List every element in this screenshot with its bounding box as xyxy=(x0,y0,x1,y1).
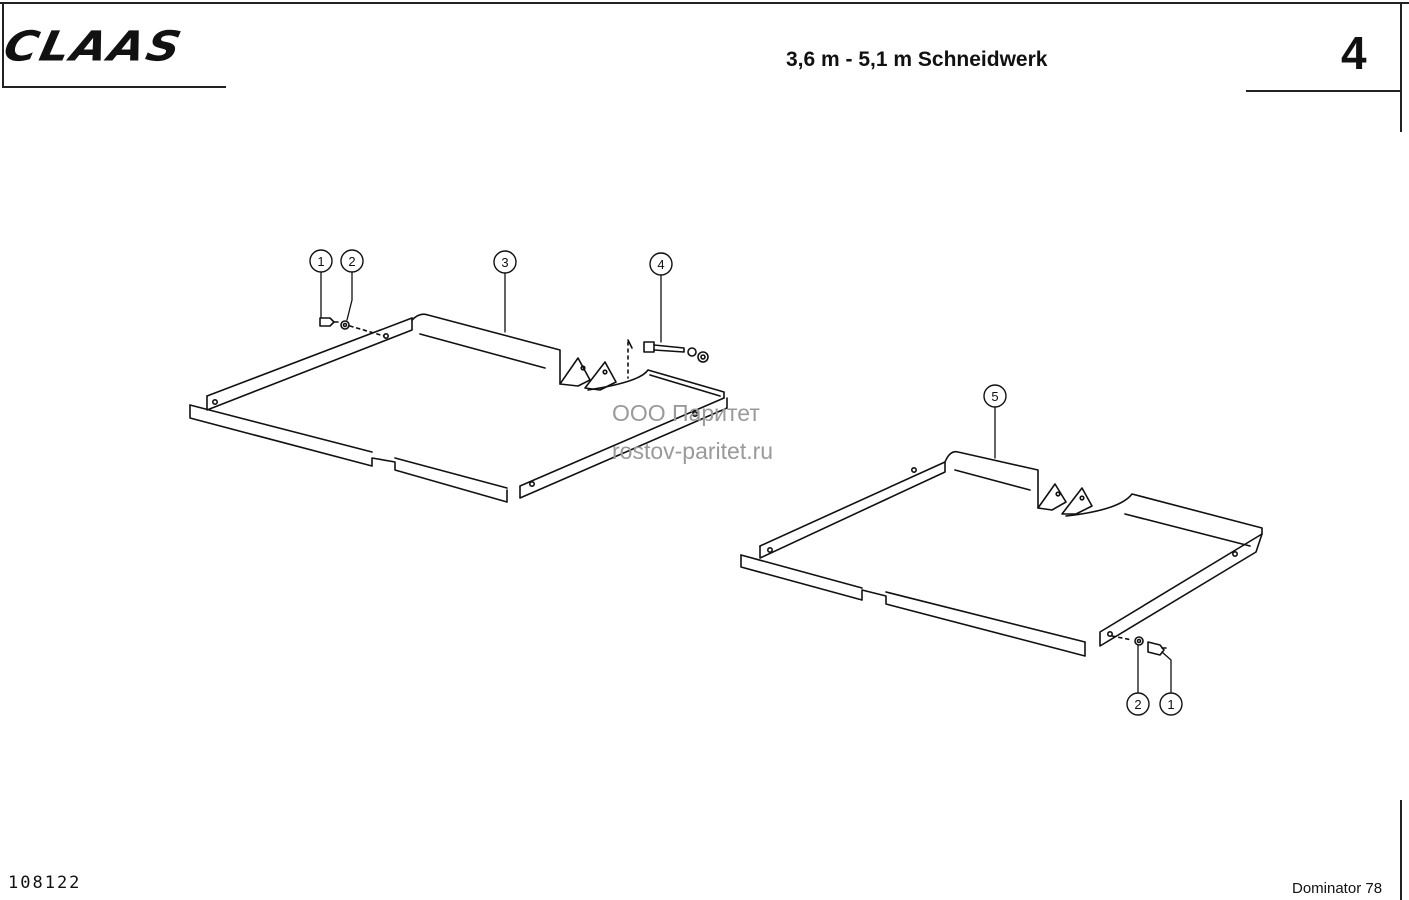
left-cover-plate xyxy=(189,313,728,503)
callout-3-label: 3 xyxy=(501,255,508,270)
callout-4: 4 xyxy=(649,252,673,276)
section-number: 4 xyxy=(1341,27,1367,79)
callout-3: 3 xyxy=(493,250,517,274)
frame-bottom-right-line xyxy=(1400,800,1402,900)
page-title: 3,6 m - 5,1 m Schneidwerk xyxy=(786,48,1048,71)
watermark-company: ООО Паритет xyxy=(612,400,760,426)
frame-right-line xyxy=(1400,2,1402,132)
callout-2-bottom-label: 2 xyxy=(1134,697,1141,712)
right-cover-plate xyxy=(740,450,1263,657)
callout-circles: 1 2 3 4 5 2 1 xyxy=(309,249,1183,716)
callout-5: 5 xyxy=(983,384,1007,408)
frame-top-line xyxy=(0,2,1409,4)
left-fasteners xyxy=(319,317,709,379)
callout-4-label: 4 xyxy=(657,257,664,272)
watermark-url: rostov-paritet.ru xyxy=(612,438,774,464)
callout-1-bottom-label: 1 xyxy=(1167,697,1174,712)
frame-header-right-line xyxy=(1246,90,1402,92)
callout-2-bottom: 2 xyxy=(1126,692,1150,716)
callout-5-label: 5 xyxy=(991,389,998,404)
callout-1-top-label: 1 xyxy=(317,254,324,269)
drawing-number: 108122 xyxy=(8,873,82,893)
callout-2-top: 2 xyxy=(340,249,364,273)
callout-1-top: 1 xyxy=(309,249,333,273)
callout-2-top-label: 2 xyxy=(348,254,355,269)
machine-model: Dominator 78 xyxy=(1292,880,1383,897)
frame-left-line xyxy=(2,2,4,88)
callout-1-bottom: 1 xyxy=(1159,692,1183,716)
callout-leaders xyxy=(320,271,1172,694)
frame-header-left-line xyxy=(2,86,226,88)
right-fasteners xyxy=(1111,635,1167,656)
